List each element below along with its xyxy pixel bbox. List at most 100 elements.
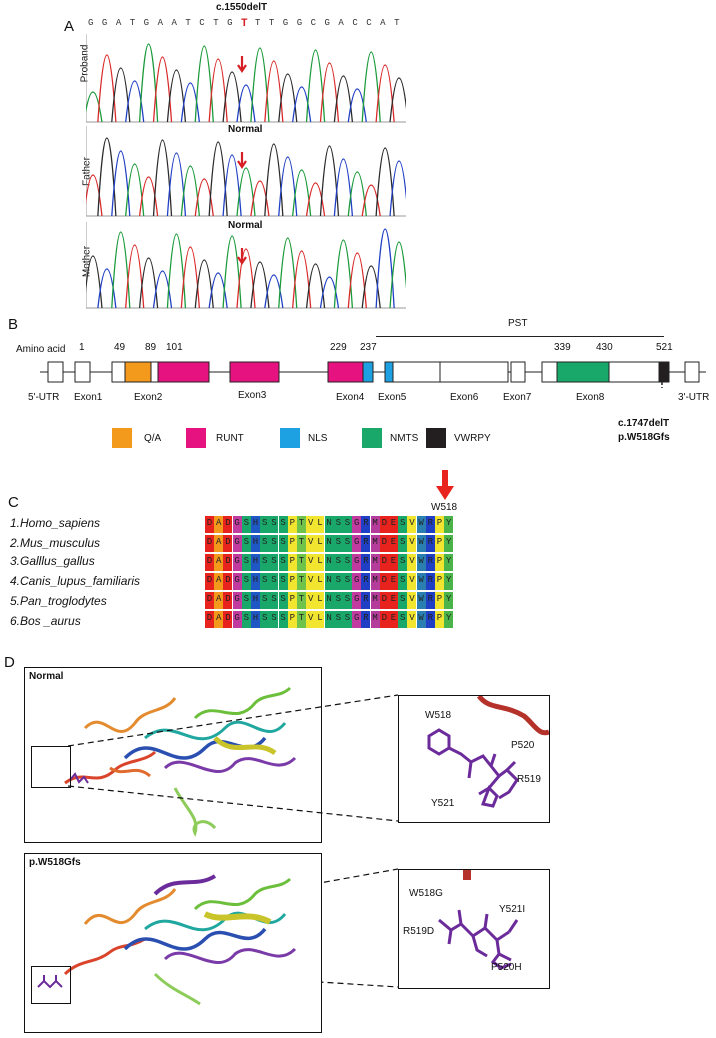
alignment-residue: Y [444, 573, 454, 590]
chromatogram-peak [180, 82, 200, 123]
alignment-residue: P [435, 611, 444, 628]
alignment-residue: S [398, 573, 408, 590]
normal-label-p520: P520 [511, 740, 535, 751]
panel-a-label: A [64, 18, 75, 35]
alignment-residue: H [251, 535, 260, 552]
alignment-residue: S [269, 516, 279, 533]
variant-protein: p.W518Gfs [618, 432, 670, 443]
base-letter: G [101, 18, 108, 28]
trace-axis [86, 126, 406, 217]
chromatogram-peak [250, 47, 270, 123]
alignment-residue: R [361, 573, 371, 590]
chromatogram-peak [292, 250, 312, 309]
panel-b-label: B [8, 316, 19, 333]
alignment-residue: R [425, 611, 435, 628]
base-letter: G [143, 18, 150, 28]
mutant-label-y521i: Y521I [499, 904, 526, 915]
chromatogram-peak [278, 237, 298, 309]
chromatogram-peak [222, 235, 242, 309]
base-letter: T [254, 18, 261, 28]
normal-ribbon-structure [64, 686, 297, 837]
red-arrow-icon [237, 152, 247, 169]
alignment-residue: N [324, 573, 334, 590]
alignment-residue: S [333, 516, 343, 533]
alignment-residue: M [370, 573, 380, 590]
alignment-residue: W [416, 611, 426, 628]
alignment-residue: D [223, 554, 233, 571]
base-letter: T [185, 18, 191, 28]
base-letter: T [268, 18, 275, 28]
normal-structure-panel: Normal [24, 667, 322, 843]
alignment-residue: S [398, 535, 408, 552]
alignment-residue: P [287, 516, 297, 533]
alignment-residue: A [214, 611, 224, 628]
alignment-residue: H [251, 592, 260, 609]
alignment-residue: V [306, 592, 316, 609]
alignment-residue: S [260, 535, 270, 552]
species-1: 1.Homo_sapiens [10, 516, 101, 530]
chromatogram-peak [86, 174, 103, 217]
chromatogram-peak [125, 244, 145, 309]
chromatogram-peak [236, 167, 256, 217]
base-letter: T [241, 18, 248, 30]
chromatogram-peak [319, 145, 340, 217]
mutant-structure-panel: p.W518Gfs [24, 853, 322, 1033]
chromatogram-peak [264, 143, 284, 217]
chromatogram-peak [347, 88, 367, 123]
alignment-residue: Y [444, 535, 454, 552]
alignment-residue: V [407, 516, 417, 533]
alignment-residue: S [269, 535, 279, 552]
mutant-label-p520h: P520H [491, 962, 522, 973]
chromatogram-peak [375, 64, 395, 123]
alignment-residue: R [425, 535, 435, 552]
chromatogram-peak [236, 248, 256, 309]
chromatogram-peak [250, 180, 270, 217]
chromatogram-peak [389, 77, 406, 123]
alignment-residue: D [223, 516, 233, 533]
chromatogram-peak [319, 276, 340, 309]
alignment-residue: V [407, 554, 417, 571]
alignment-residue: Y [444, 516, 454, 533]
alignment-residue: G [352, 611, 362, 628]
species-6: 6.Bos _aurus [10, 614, 81, 628]
chromatogram-peak [264, 274, 284, 309]
alignment-residue: E [389, 573, 398, 590]
alignment-residue: S [260, 554, 270, 571]
base-letter: G [282, 18, 289, 28]
alignment-residue: G [352, 592, 362, 609]
alignment-residue: G [352, 516, 362, 533]
alignment-residue: T [297, 611, 306, 628]
base-letter: C [199, 18, 205, 28]
chromatogram-peak [347, 252, 367, 309]
base-letter: G [227, 18, 233, 28]
alignment-residue: P [287, 592, 297, 609]
alignment-residue: S [241, 592, 251, 609]
legend-label-qa: Q/A [144, 433, 162, 444]
alignment-residue: N [324, 554, 334, 571]
alignment-residue: S [278, 535, 288, 552]
alignment-residue: P [435, 554, 444, 571]
species-5: 5.Pan_troglodytes [10, 594, 107, 608]
alignment-residue: S [333, 535, 343, 552]
alignment-residue: R [425, 573, 435, 590]
pos-49: 49 [114, 342, 126, 353]
chromatogram-peak [194, 45, 214, 123]
alignment-residue: V [407, 611, 417, 628]
legend-swatch-vwrpy [426, 428, 446, 448]
chromatogram-peak [152, 56, 173, 123]
alignment-residue: S [278, 611, 288, 628]
alignment-residue: H [251, 611, 260, 628]
pos-339: 339 [554, 342, 571, 353]
alignment-residue: R [361, 516, 371, 533]
chromatogram-peak [97, 137, 117, 217]
chromatogram-peak [125, 80, 145, 123]
alignment-residue: D [205, 535, 214, 552]
chromatogram-traces [86, 34, 406, 309]
chromatogram-peak [333, 239, 354, 309]
alignment-residue: L [315, 554, 325, 571]
chromatogram-peak [305, 49, 326, 123]
alignment-residue: E [389, 554, 398, 571]
alignment-residue: T [297, 573, 306, 590]
alignment-residue: P [435, 573, 444, 590]
